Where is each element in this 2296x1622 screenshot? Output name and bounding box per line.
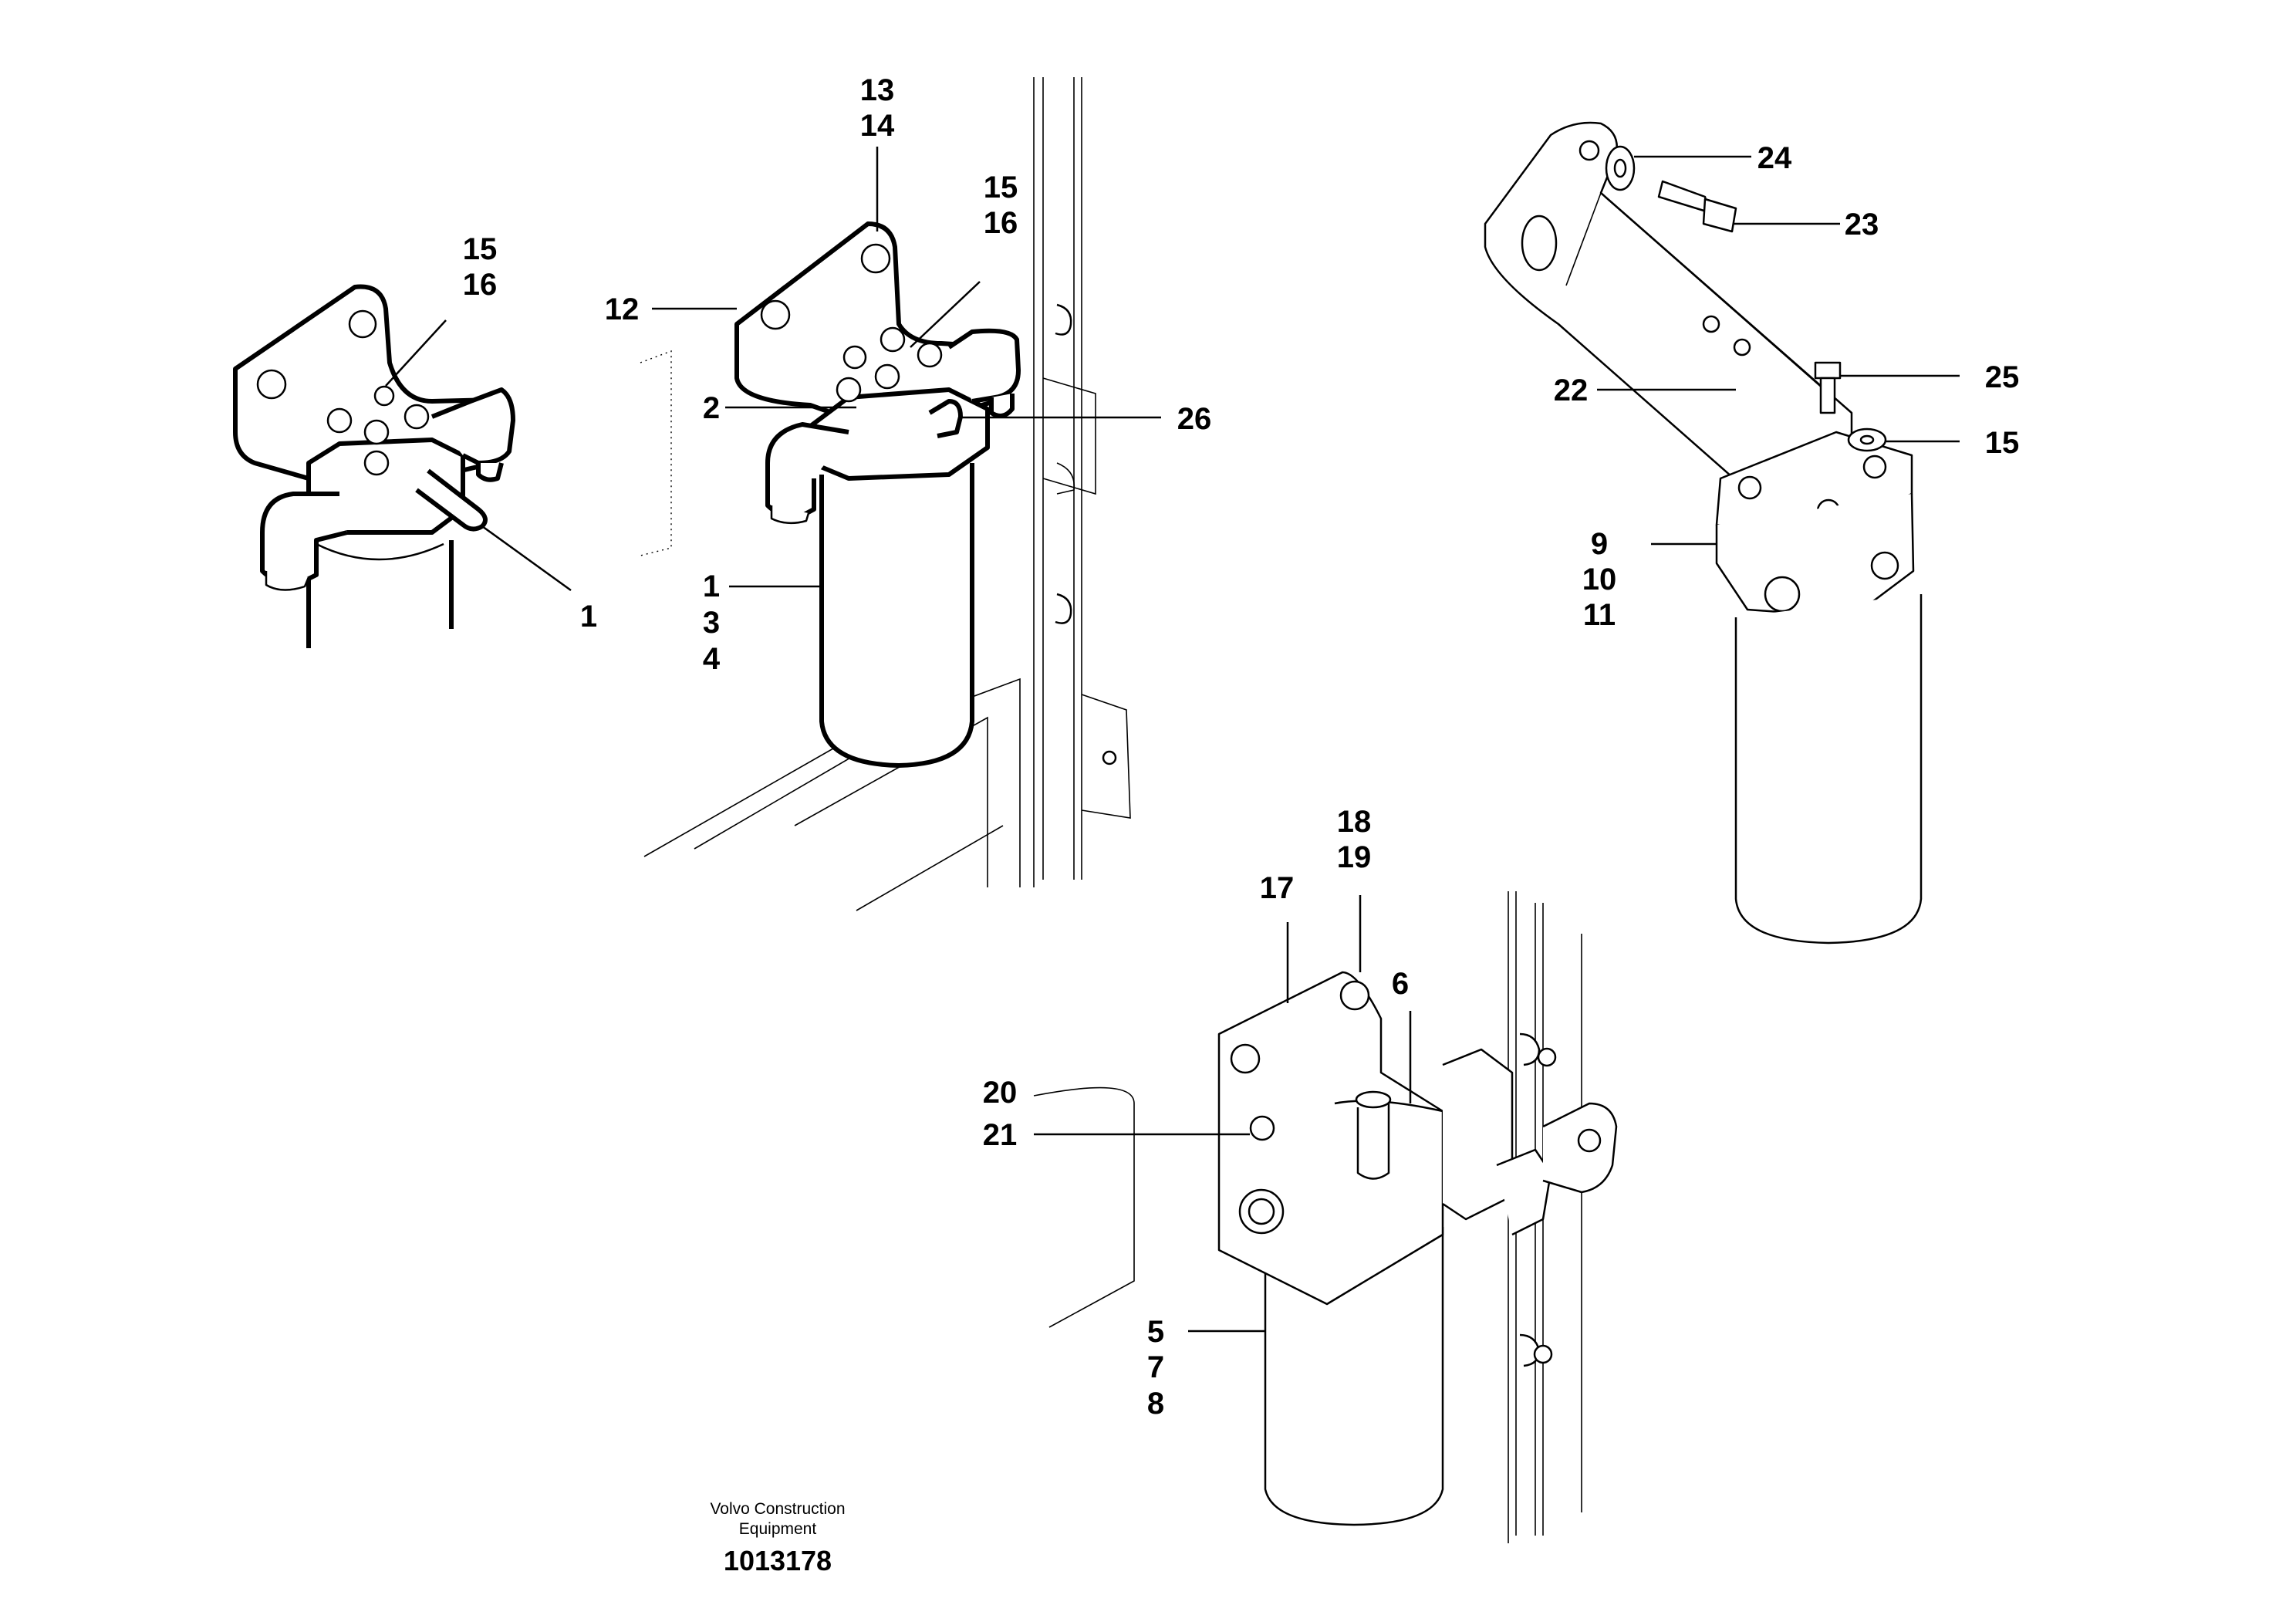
callout-v3-24: 24	[1757, 141, 1792, 175]
view-1-filter-head	[233, 284, 572, 648]
callout-v2-14: 14	[860, 109, 895, 143]
publisher-line-1: Volvo Construction	[710, 1500, 845, 1518]
callout-v4-7: 7	[1147, 1350, 1164, 1384]
callout-v2-3: 3	[703, 606, 720, 640]
callout-v4-20: 20	[983, 1076, 1018, 1110]
callout-v2-13: 13	[860, 73, 895, 107]
callout-v4-17: 17	[1260, 871, 1295, 905]
publication-number: 1013178	[724, 1545, 832, 1576]
callout-v4-19: 19	[1337, 840, 1372, 874]
view-2-installed-filter	[640, 77, 1161, 911]
callout-v2-4: 4	[703, 642, 721, 676]
callout-v1-1: 1	[580, 600, 597, 634]
callout-v2-15: 15	[984, 171, 1018, 204]
callout-v3-11: 11	[1583, 598, 1616, 632]
callout-v3-23: 23	[1845, 208, 1879, 242]
callout-v3-15: 15	[1985, 426, 2020, 460]
callout-v3-25: 25	[1985, 360, 2020, 394]
callout-v4-6: 6	[1392, 967, 1409, 1001]
callout-v2-2: 2	[703, 391, 720, 425]
view-4-installed-filter	[1033, 891, 1618, 1543]
callout-v4-5: 5	[1147, 1315, 1164, 1349]
callout-v1-16: 16	[463, 268, 498, 302]
callout-v4-21: 21	[983, 1118, 1018, 1152]
callout-v3-10: 10	[1582, 563, 1617, 596]
callout-v3-22: 22	[1554, 373, 1589, 407]
callout-v2-12: 12	[605, 292, 640, 326]
view-3-bracket-filter	[1484, 121, 1960, 944]
callout-v2-26: 26	[1177, 402, 1212, 436]
callout-v4-8: 8	[1147, 1387, 1164, 1421]
callout-labels: 15 16 1 13 14 15 16 12 2 26 1 3 4 24 23 …	[463, 73, 2020, 1421]
publisher-block: Volvo Construction Equipment 1013178	[710, 1500, 845, 1576]
callout-v3-9: 9	[1591, 527, 1608, 561]
callout-v2-1: 1	[703, 569, 720, 603]
callout-v4-18: 18	[1337, 805, 1372, 839]
publisher-line-2: Equipment	[739, 1520, 817, 1538]
callout-v2-16: 16	[984, 206, 1018, 240]
callout-v1-15: 15	[463, 232, 498, 266]
